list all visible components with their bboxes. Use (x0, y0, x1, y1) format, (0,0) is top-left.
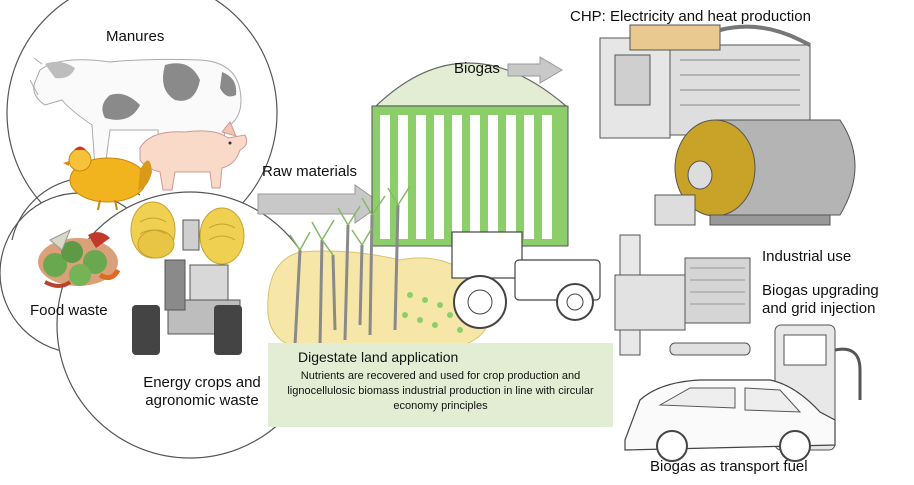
cow-illustration (29, 57, 242, 169)
hay-bales-illustration (130, 201, 245, 265)
upgrading-unit-illustration (614, 234, 751, 356)
digestate-box: Digestate land application Nutrients are… (268, 343, 613, 427)
energy-crops-label: Energy crops and agronomic waste (117, 374, 287, 410)
car-illustration (624, 379, 836, 462)
raw-materials-arrow (257, 184, 383, 224)
chicken-illustration (63, 146, 152, 211)
energy-crops-label-line1: Energy crops and (143, 374, 261, 391)
tractor-front-illustration (132, 219, 242, 355)
transport-fuel-label: Biogas as transport fuel (650, 458, 808, 475)
digestate-field-illustration (267, 185, 491, 347)
digestate-description: Nutrients are recovered and used for cro… (287, 370, 594, 412)
raw-materials-label: Raw materials (262, 163, 358, 180)
upgrading-label-line1: Biogas upgrading (762, 282, 879, 299)
gas-dome (374, 62, 568, 107)
boiler-illustration (654, 119, 856, 226)
upgrading-label-line2: and grid injection (762, 300, 876, 317)
chp-label: CHP: Electricity and heat production (570, 8, 811, 25)
digestate-title: Digestate land application (298, 349, 459, 365)
manures-label: Manures (106, 28, 165, 45)
industrial-use-label: Industrial use (762, 248, 852, 265)
food-waste-label: Food waste (30, 302, 108, 319)
upgrading-label: Biogas upgrading and grid injection (762, 282, 879, 318)
biogas-arrow (507, 56, 563, 84)
tractor-side-illustration (451, 231, 601, 329)
digester-illustration (371, 62, 569, 247)
energy-crops-label-line2: agronomic waste (145, 392, 259, 409)
pig-illustration (139, 121, 248, 191)
biogas-label: Biogas (454, 60, 500, 77)
food-waste-illustration (38, 228, 121, 288)
